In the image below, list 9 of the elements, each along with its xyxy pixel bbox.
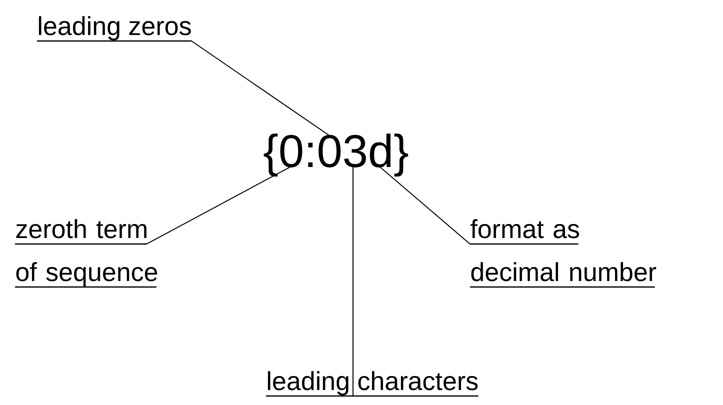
leader-line — [380, 166, 470, 244]
underlined-label: zeroth term of sequence — [15, 219, 158, 288]
underlined-label: format as decimal number — [470, 219, 656, 288]
leader-line — [352, 166, 354, 396]
leader-line — [146, 166, 290, 244]
leader-line — [191, 40, 330, 136]
format-string: {0:03d} — [264, 134, 408, 177]
underlined-label: leading characters — [266, 371, 478, 397]
underlined-label: leading zeros — [37, 16, 192, 42]
